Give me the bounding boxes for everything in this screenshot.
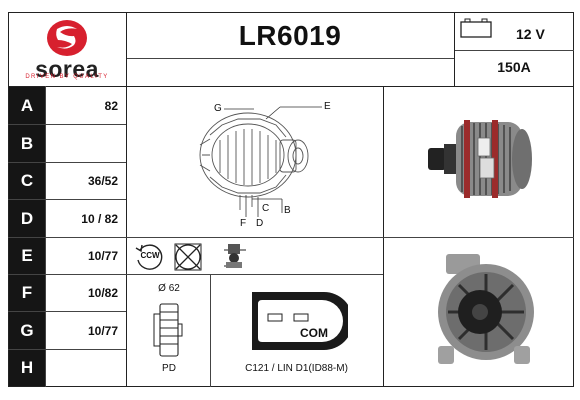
header-divider [8, 86, 574, 87]
row-divider [8, 162, 126, 163]
row-divider [8, 311, 126, 312]
row-value-f: 10/82 [87, 286, 118, 300]
amperage: 150A [497, 59, 531, 75]
row-label-a: A [9, 87, 45, 124]
connector-code: C121 / LIN D1(ID88-M) [245, 363, 348, 374]
row-value-g: 10/77 [87, 323, 118, 338]
diagram-label-f: F [240, 218, 247, 229]
brand-name: sorea [35, 56, 99, 82]
row-label-c: C [9, 163, 45, 199]
row-divider [8, 237, 126, 238]
alternator-diagram: G E F D C B [180, 95, 360, 235]
row-value-c: 36/52 [87, 174, 118, 188]
alternator-side-photo-icon [428, 120, 532, 198]
diagram-label-b: B [284, 205, 291, 216]
rotation-label: CCW [140, 251, 160, 260]
row-label-f: F [9, 275, 45, 311]
row-divider [8, 124, 126, 125]
alternator-front-photo-icon [438, 254, 534, 364]
connector-pin-label: COM [300, 326, 328, 340]
fan-icon [172, 242, 204, 272]
brand-tagline: DRIVEN BY QUALITY [25, 74, 109, 80]
label-col-divider [45, 86, 46, 387]
diagram-label-e: E [324, 101, 331, 112]
diagram-label-g: G [214, 103, 222, 114]
title-divider [126, 58, 454, 59]
pulley-diameter: Ø 62 [158, 283, 180, 294]
row-value-b [46, 125, 124, 162]
voltage: 12 V [516, 26, 545, 42]
mid-divider [126, 237, 574, 238]
row-label-b: B [9, 125, 45, 162]
diagram-label-d: D [256, 218, 264, 229]
row-divider [8, 349, 126, 350]
pulley-type: PD [162, 363, 176, 374]
row-divider [8, 199, 126, 200]
battery-icon [460, 17, 492, 39]
alternator-photo-front [428, 250, 540, 372]
row-value-a: 82 [104, 98, 118, 113]
alternator-line-drawing-icon [199, 106, 322, 217]
rotation-ccw-icon: CCW [134, 242, 166, 272]
battery-divider [454, 50, 574, 51]
row-label-d: D [9, 200, 45, 237]
diagram-label-c: C [262, 203, 270, 214]
row-label-e: E [9, 238, 45, 274]
row-value-h [46, 350, 124, 386]
part-number: LR6019 [238, 20, 342, 51]
alternator-photo-side [420, 100, 540, 220]
pulley-divider [210, 274, 211, 387]
icons-divider [126, 274, 383, 275]
row-value-d: 10 / 82 [81, 211, 118, 226]
connector-icon: COM [248, 290, 353, 352]
row-value-e: 10/77 [87, 249, 118, 263]
sorea-logo-icon [47, 20, 87, 56]
col-divider-1 [126, 12, 127, 387]
pulley-icon [148, 300, 188, 360]
row-label-g: G [9, 312, 45, 349]
col-divider-photo [383, 86, 384, 387]
brand-logo: sorea DRIVEN BY QUALITY [10, 14, 124, 84]
col-divider-header [454, 12, 455, 87]
row-divider [8, 274, 126, 275]
row-label-h: H [9, 350, 45, 386]
regulator-icon [220, 240, 250, 272]
